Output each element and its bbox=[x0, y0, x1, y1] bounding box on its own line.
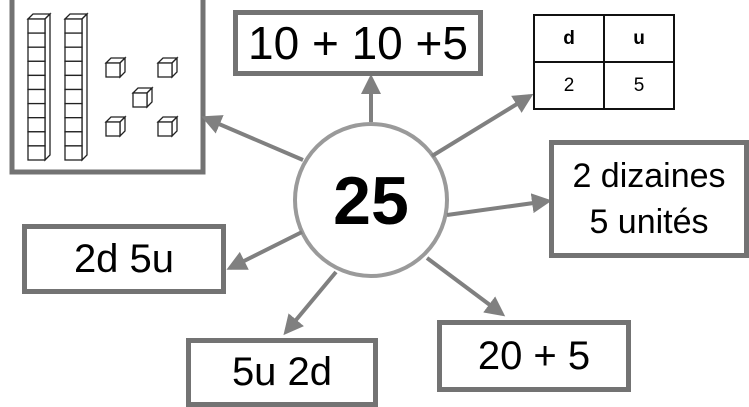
sum-tens-box: 10 + 10 +5 bbox=[233, 10, 483, 76]
arrow-to-blocks bbox=[201, 115, 304, 162]
table-value-units: 5 bbox=[603, 61, 675, 110]
unit-cube bbox=[131, 86, 154, 109]
arrow-to-table bbox=[430, 93, 534, 158]
unit-cube bbox=[104, 56, 127, 79]
words-box: 2 dizaines 5 unités bbox=[549, 140, 749, 258]
arrow-to-5u2d bbox=[283, 270, 338, 336]
unit-cube bbox=[156, 56, 179, 79]
arrow-to-words bbox=[446, 193, 552, 217]
unit-cube bbox=[156, 115, 179, 138]
sum-twenty-text: 20 + 5 bbox=[477, 333, 591, 378]
arrow-to-20p5 bbox=[425, 256, 506, 317]
blocks-frame bbox=[9, 0, 206, 175]
table-value-tens: 2 bbox=[533, 61, 605, 110]
short-ud-text: 5u 2d bbox=[231, 350, 333, 394]
arrows bbox=[201, 74, 552, 336]
tens-units-table: d u 2 5 bbox=[533, 14, 675, 110]
unit-cube bbox=[104, 115, 127, 138]
ten-rod bbox=[26, 12, 52, 162]
ten-rods bbox=[26, 12, 89, 162]
center-circle bbox=[293, 122, 449, 278]
ten-rod bbox=[63, 12, 89, 162]
short-ud-box: 5u 2d bbox=[186, 338, 378, 407]
table-header-units: u bbox=[603, 14, 675, 63]
sum-tens-text: 10 + 10 +5 bbox=[248, 17, 468, 69]
arrow-to-2d5u bbox=[226, 230, 303, 270]
table-header-tens: d bbox=[533, 14, 605, 63]
sum-twenty-box: 20 + 5 bbox=[437, 320, 631, 392]
words-line-tens: 2 dizaines bbox=[572, 157, 726, 195]
short-du-box: 2d 5u bbox=[22, 224, 226, 294]
center-number: 25 bbox=[333, 163, 409, 239]
words-line-units: 5 unités bbox=[589, 203, 709, 241]
short-du-text: 2d 5u bbox=[73, 236, 175, 281]
unit-cubes bbox=[104, 56, 179, 138]
